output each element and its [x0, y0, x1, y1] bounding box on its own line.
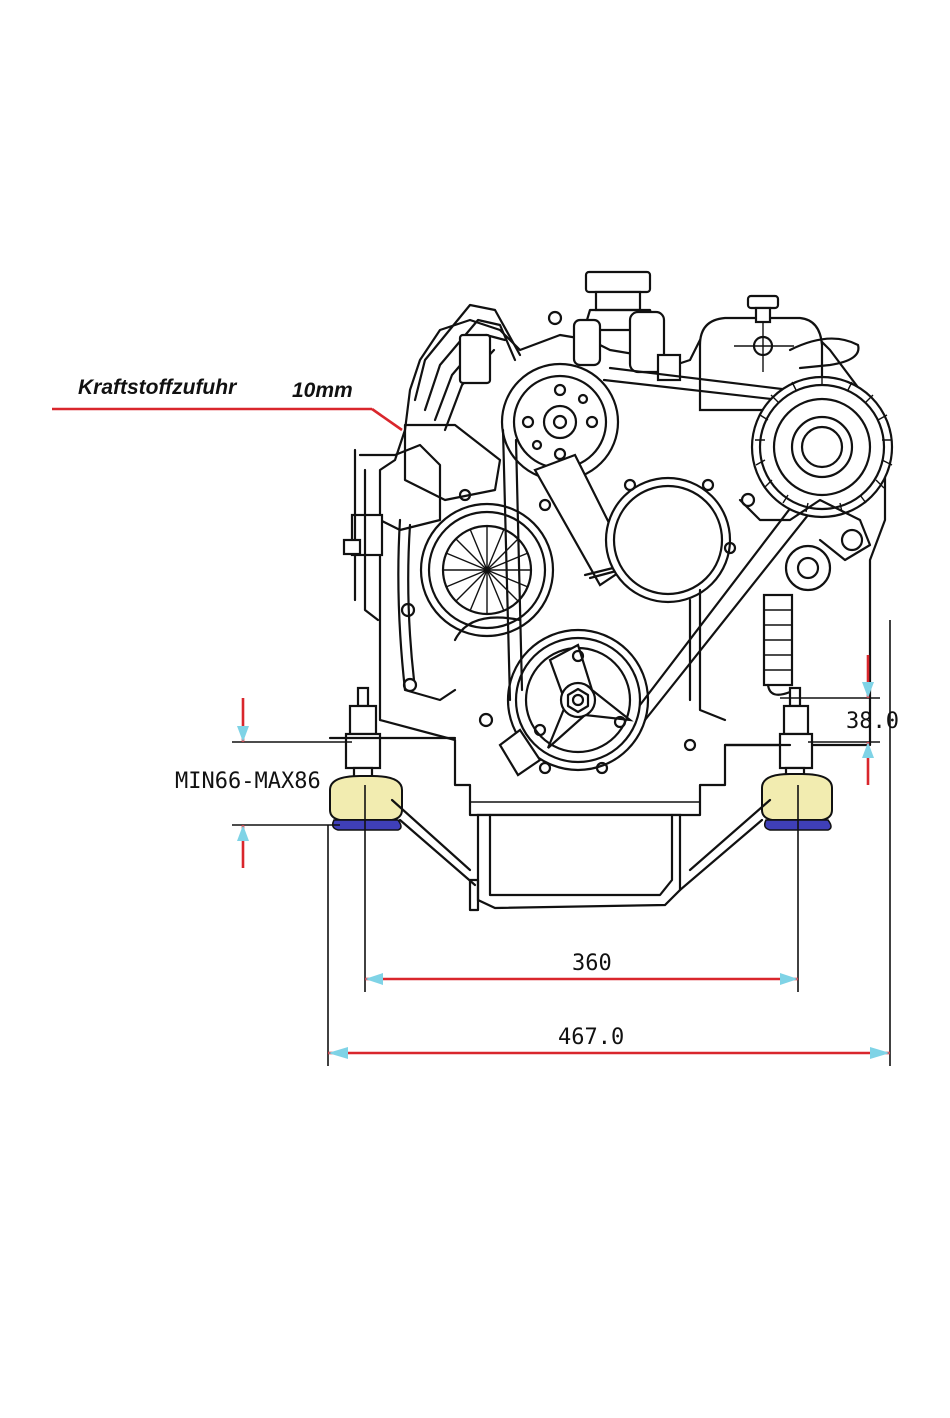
fuel-supply-size: 10mm — [292, 379, 353, 402]
dimension-mount-offset-label: 38.0 — [846, 709, 899, 734]
dimension-mount-height-label: MIN66-MAX86 — [175, 769, 321, 794]
dimension-mount-spacing-label: 360 — [572, 951, 612, 976]
fuel-supply-leader-diag — [372, 409, 402, 430]
fuel-supply-callout: Kraftstoffzufuhr 10mm — [52, 376, 402, 430]
left-mount-base — [333, 820, 401, 830]
engine-mount-left — [330, 688, 475, 885]
fuel-supply-label: Kraftstoffzufuhr — [78, 376, 238, 399]
dimension-overall-width-label: 467.0 — [558, 1025, 624, 1050]
dimension-mount-height: MIN66-MAX86 — [175, 698, 352, 868]
left-mount-rubber — [330, 776, 402, 820]
engine-mount-right — [680, 688, 832, 890]
right-mount-rubber — [762, 774, 832, 820]
